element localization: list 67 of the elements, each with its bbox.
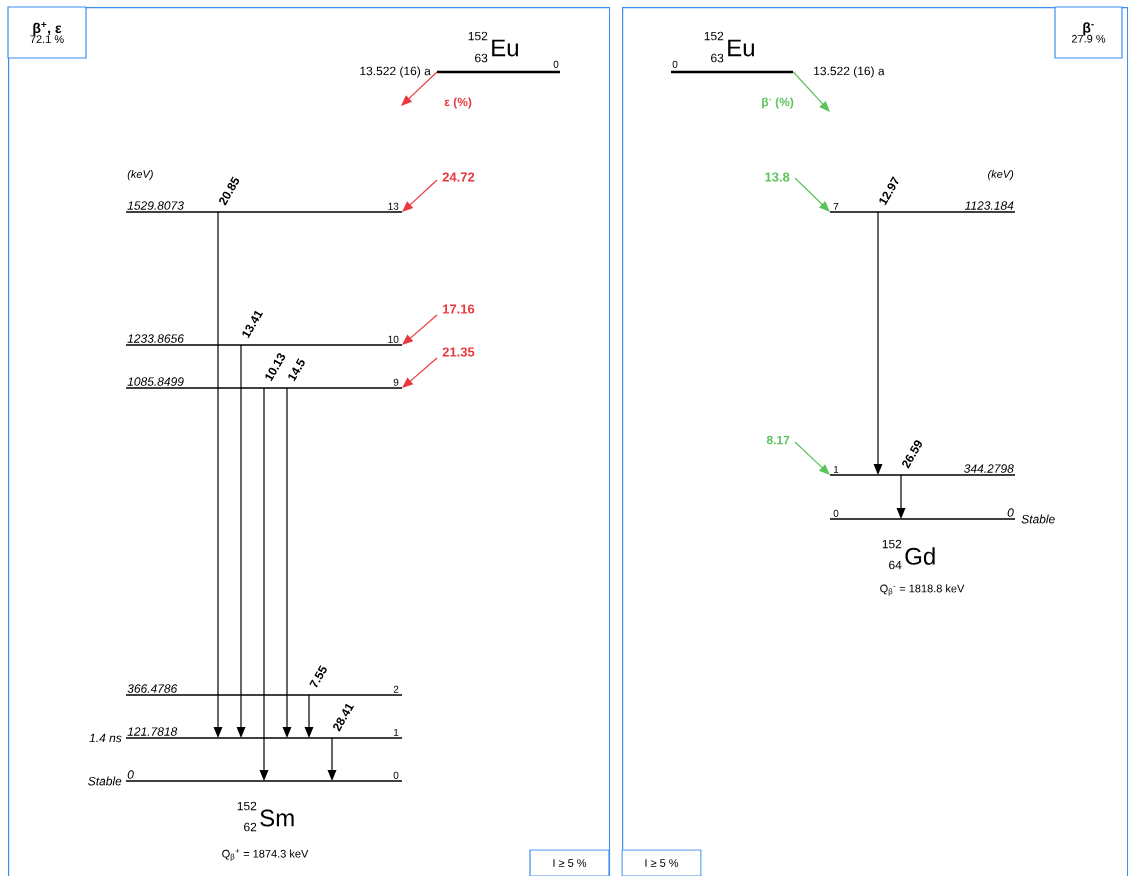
header-box: β$^{+}$, ε 72.1 %: [7, 6, 87, 59]
arrow: [401, 71, 438, 106]
level-number: 0: [393, 771, 399, 779]
element-symbol: Eu: [492, 39, 518, 57]
mass-number: 152: [882, 539, 902, 549]
energy-value: 1529.8073: [127, 201, 184, 210]
half-life: Stable: [88, 776, 122, 786]
atomic-number: 63: [711, 53, 724, 63]
level-number: 0: [672, 60, 678, 68]
arrow: [896, 474, 906, 519]
energy-value: 344.2798: [964, 464, 1014, 473]
mass-number: 152: [704, 31, 724, 41]
header-box: β$^{-}$ 27.9 %: [1054, 6, 1123, 59]
level-number: 9: [393, 378, 399, 386]
arrow: [402, 179, 438, 212]
element-symbol: Gd: [905, 547, 935, 565]
energy-value: 0: [127, 770, 134, 779]
arrow: [282, 387, 292, 738]
level-number: 0: [833, 509, 839, 517]
energy-value: 366.4786: [127, 684, 178, 693]
arrow: [327, 737, 337, 781]
threshold-box: I ≥ 5 %: [529, 849, 610, 876]
mass-number: 152: [237, 801, 257, 811]
half-life: 13.522 (16) a: [360, 66, 431, 78]
half-life: 1.4 ns: [89, 733, 122, 743]
edge-label: 17.16: [443, 304, 475, 314]
edge-label: 21.35: [442, 347, 475, 357]
level-number: 10: [388, 335, 399, 343]
arrow: [794, 177, 830, 212]
half-life: 13.522 (16) a: [814, 66, 885, 78]
element-symbol: Sm: [260, 809, 294, 827]
energy-value: 121.7818: [127, 727, 178, 736]
arrow: [304, 694, 314, 738]
level-number: 7: [833, 202, 839, 210]
atomic-number: 64: [889, 560, 902, 570]
level-number: 1: [394, 728, 399, 736]
level-number: 13: [388, 202, 399, 210]
edge-label: 13.8: [765, 172, 790, 182]
edge-label: β$^{-}$ (%): [762, 97, 794, 109]
threshold-box: I ≥ 5 %: [621, 849, 702, 876]
energy-value: 1123.184: [964, 201, 1014, 210]
atomic-number: 63: [475, 53, 488, 63]
q-value: Q$_{β}$$^{-}$ = 1818.8 keV: [880, 584, 965, 596]
edge-label: ε (%): [444, 97, 472, 109]
arrow: [792, 71, 830, 112]
energy-value: 1085.8499: [127, 377, 184, 386]
arrow: [236, 344, 246, 738]
element-symbol: Eu: [728, 39, 754, 57]
arrow: [402, 357, 438, 388]
energy-value: 0: [1007, 508, 1014, 517]
edge-label: 24.72: [442, 172, 475, 182]
unit-label: (keV): [988, 169, 1014, 181]
atomic-number: 62: [244, 822, 257, 832]
level-number: 1: [834, 465, 839, 473]
mass-number: 152: [468, 31, 488, 41]
q-value: Q$_{β}$$^{+}$ = 1874.3 keV: [222, 849, 309, 861]
level-number: 0: [553, 60, 559, 68]
arrow: [213, 211, 223, 738]
energy-value: 1233.8656: [127, 334, 184, 343]
arrow: [794, 441, 830, 475]
edge-label: 8.17: [766, 435, 790, 445]
arrow: [259, 387, 269, 781]
arrow: [402, 314, 438, 345]
half-life: Stable: [1021, 514, 1055, 524]
unit-label: (keV): [127, 169, 153, 181]
arrow: [873, 211, 883, 475]
level-number: 2: [393, 685, 399, 693]
